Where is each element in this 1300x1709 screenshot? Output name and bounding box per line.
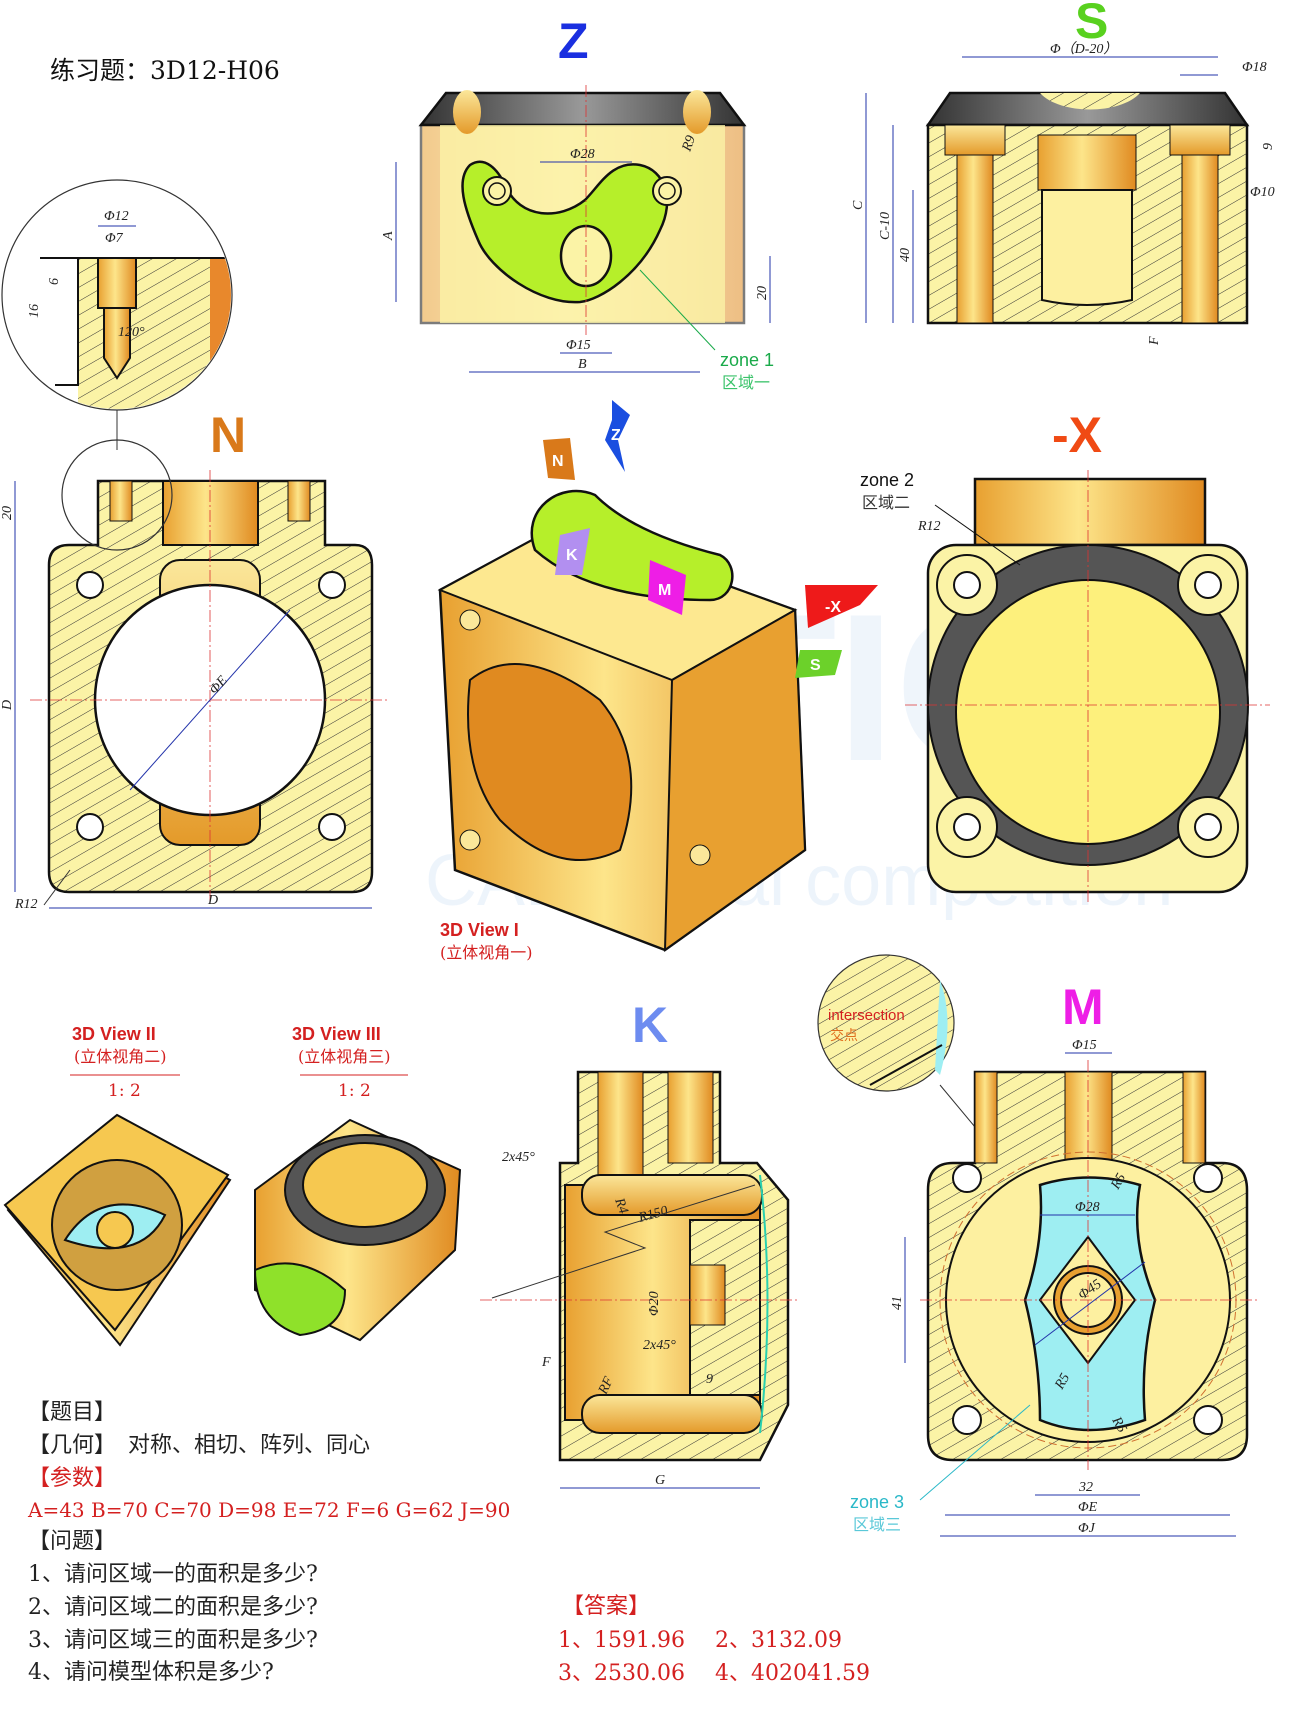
answer-2: 2、3132.09 bbox=[715, 1628, 842, 1653]
dim-s-phi-d-20: Φ（D-20） bbox=[1050, 41, 1117, 57]
view-s: S Φ（D-20） Φ18 9 Φ10 C C-10 40 F bbox=[851, 0, 1276, 346]
question-3: 3、请问区域三的面积是多少? bbox=[28, 1628, 318, 1653]
dim-k-chamfer-top: 2x45° bbox=[502, 1150, 535, 1165]
dim-k-r4: R4 bbox=[611, 1195, 631, 1216]
dim-z-b: B bbox=[578, 357, 587, 372]
dim-s-c-10: C-10 bbox=[878, 212, 893, 240]
dim-n-r12: R12 bbox=[14, 897, 38, 912]
zone-3-label-cn: 区域三 bbox=[853, 1515, 901, 1534]
dim-s-phi18: Φ18 bbox=[1242, 60, 1267, 75]
dim-n-d-vertical: D bbox=[0, 700, 15, 711]
dim-s-c: C bbox=[851, 200, 866, 210]
iso3-title: 3D View III bbox=[292, 1024, 381, 1044]
dim-k-f: F bbox=[541, 1355, 551, 1370]
view-label-m: M bbox=[1062, 979, 1104, 1035]
view-n: N ΦE 20 D D R12 bbox=[0, 407, 390, 912]
view-k: K 2x45° R4 R150 Φ20 2x45° F RF 9 G bbox=[480, 997, 800, 1489]
answer-3: 3、2530.06 bbox=[558, 1661, 685, 1686]
detail-view: Φ12 Φ7 6 16 120° bbox=[1, 179, 233, 450]
dim-k-9: 9 bbox=[706, 1372, 713, 1387]
dim-z-20: 20 bbox=[755, 286, 770, 300]
dim-m-r5-left: R5 bbox=[1052, 1371, 1073, 1393]
dim-z-r9: R9 bbox=[679, 134, 699, 155]
view-label-s: S bbox=[1075, 0, 1108, 49]
dim-detail-6: 6 bbox=[47, 278, 62, 285]
answer-4: 4、402041.59 bbox=[715, 1661, 870, 1686]
dim-z-phi15: Φ15 bbox=[566, 338, 591, 353]
dim-m-phi-j: ΦJ bbox=[1078, 1521, 1096, 1536]
view-negx: -X R12 zone 2 区域二 bbox=[860, 407, 1270, 905]
problem-text: 【题目】 【几何】 对称、相切、阵列、同心 【参数】 A=43 B=70 C=7… bbox=[27, 1400, 510, 1685]
dim-n-20: 20 bbox=[0, 506, 15, 520]
iso1-tag-m: M bbox=[658, 582, 671, 599]
question-1: 1、请问区域一的面积是多少? bbox=[28, 1562, 318, 1587]
answers-label: 【答案】 bbox=[562, 1594, 650, 1619]
dim-s-phi10: Φ10 bbox=[1250, 185, 1275, 200]
answers: 【答案】 1、1591.96 2、3132.09 3、2530.06 4、402… bbox=[558, 1594, 870, 1686]
geometry-label: 【几何】 bbox=[28, 1433, 116, 1458]
intersection-label: intersection bbox=[828, 1007, 905, 1024]
dim-m-phi28: Φ28 bbox=[1075, 1200, 1100, 1215]
dim-detail-phi7: Φ7 bbox=[105, 231, 124, 246]
iso-view-3: 3D View III (立体视角三) 1: 2 bbox=[253, 1024, 462, 1342]
zone-1-label: zone 1 bbox=[720, 350, 774, 370]
iso1-tag-s: S bbox=[810, 657, 821, 674]
intersection-detail: intersection 交点 bbox=[817, 954, 1016, 1176]
iso1-title: 3D View I bbox=[440, 920, 519, 940]
answer-1: 1、1591.96 bbox=[558, 1628, 685, 1653]
exercise-title: 练习题：3D12-H06 bbox=[50, 56, 280, 85]
iso1-subtitle: (立体视角一) bbox=[440, 943, 533, 962]
questions-label: 【问题】 bbox=[28, 1529, 116, 1554]
dim-z-phi28: Φ28 bbox=[570, 147, 595, 162]
dim-s-40: 40 bbox=[898, 248, 913, 262]
dim-s-f: F bbox=[1147, 336, 1162, 346]
zone-1-shape bbox=[461, 160, 669, 304]
iso2-scale: 1: 2 bbox=[108, 1081, 141, 1101]
dim-k-chamfer-bottom: 2x45° bbox=[643, 1338, 676, 1353]
view-m: M Φ15 R5 Φ28 Φ45 41 R5 R5 32 ΦE ΦJ bbox=[850, 979, 1260, 1537]
dim-negx-r12: R12 bbox=[917, 519, 941, 534]
dim-detail-phi12: Φ12 bbox=[104, 209, 129, 224]
iso3-scale: 1: 2 bbox=[338, 1081, 371, 1101]
iso1-tag-k: K bbox=[566, 547, 578, 564]
geometry-value: 对称、相切、阵列、同心 bbox=[128, 1433, 370, 1458]
iso2-title: 3D View II bbox=[72, 1024, 156, 1044]
intersection-label-cn: 交点 bbox=[830, 1027, 858, 1044]
dim-m-41: 41 bbox=[890, 1296, 905, 1310]
zone-3-label: zone 3 bbox=[850, 1492, 904, 1512]
dim-m-phi-e: ΦE bbox=[1078, 1500, 1098, 1515]
dim-n-d-horizontal: D bbox=[207, 893, 218, 908]
iso2-subtitle: (立体视角二) bbox=[74, 1047, 167, 1066]
question-2: 2、请问区域二的面积是多少? bbox=[28, 1595, 318, 1620]
dim-detail-16: 16 bbox=[27, 304, 42, 318]
view-label-k: K bbox=[632, 997, 668, 1053]
view-label-n: N bbox=[210, 407, 246, 463]
iso1-tag-n: N bbox=[552, 453, 564, 470]
view-label-negx: -X bbox=[1052, 407, 1102, 463]
view-label-z: Z bbox=[558, 13, 589, 69]
dim-m-32: 32 bbox=[1078, 1480, 1093, 1495]
dim-s-9: 9 bbox=[1261, 143, 1276, 150]
iso-view-1: Z N K M -X S 3D View I (立体视角一) bbox=[437, 400, 878, 962]
iso1-tag-z: Z bbox=[611, 427, 621, 444]
question-4: 4、请问模型体积是多少? bbox=[28, 1660, 274, 1685]
dim-k-phi20: Φ20 bbox=[647, 1291, 662, 1316]
dim-z-a: A bbox=[381, 231, 396, 241]
zone-1-label-cn: 区域一 bbox=[722, 373, 770, 392]
dim-k-rf: RF bbox=[596, 1374, 617, 1397]
iso1-tag-negx: -X bbox=[825, 599, 841, 616]
iso-view-2: 3D View II (立体视角二) 1: 2 bbox=[3, 1024, 232, 1347]
view-z: Z Φ28 R9 Φ15 B A 20 zone 1 区域一 bbox=[381, 13, 774, 392]
params-values: A=43 B=70 C=70 D=98 E=72 F=6 G=62 J=90 bbox=[27, 1498, 510, 1522]
dim-detail-120deg: 120° bbox=[118, 325, 145, 340]
problem-heading: 【题目】 bbox=[28, 1400, 116, 1425]
dim-m-phi15: Φ15 bbox=[1072, 1038, 1097, 1053]
dim-m-r5-right: R5 bbox=[1108, 1414, 1129, 1436]
iso3-subtitle: (立体视角三) bbox=[298, 1047, 391, 1066]
dim-m-r5-top: R5 bbox=[1108, 1171, 1129, 1193]
zone-2-label-cn: 区域二 bbox=[862, 493, 910, 512]
zone-2-label: zone 2 bbox=[860, 470, 914, 490]
params-label: 【参数】 bbox=[28, 1466, 116, 1491]
dim-k-g: G bbox=[655, 1473, 665, 1488]
